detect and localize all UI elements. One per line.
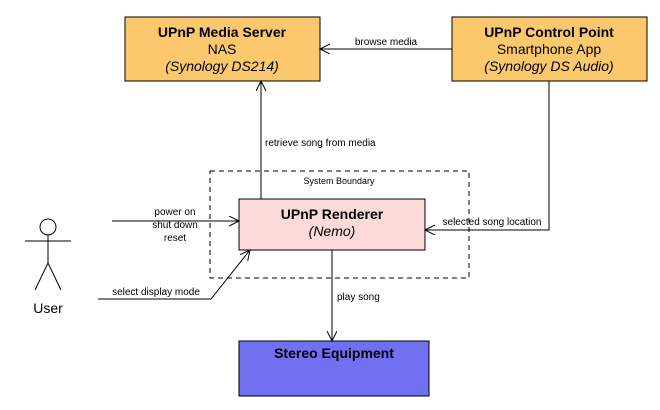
- edge-label-play-song: play song: [337, 292, 380, 303]
- control-point-title: UPnP Control Point: [484, 24, 614, 40]
- control-point-box: UPnP Control Point Smartphone App (Synol…: [451, 16, 648, 82]
- control-point-rect: [451, 16, 648, 82]
- media-server-title: UPnP Media Server: [158, 24, 287, 40]
- media-server-rect: [124, 16, 321, 82]
- control-point-subtitle: Smartphone App: [497, 41, 602, 57]
- renderer-box: UPnP Renderer (Nemo): [238, 198, 426, 251]
- system-boundary: [209, 170, 470, 279]
- user-actor: [25, 218, 71, 291]
- edge-selected-song-location: [425, 81, 550, 230]
- edge-label-browse-media: browse media: [355, 37, 418, 48]
- control-point-model: (Synology DS Audio): [484, 58, 613, 74]
- stereo-box: Stereo Equipment: [238, 340, 430, 397]
- system-boundary-label: System Boundary: [303, 176, 375, 186]
- user-leg-left: [34, 262, 49, 291]
- user-leg-right: [47, 262, 62, 291]
- edge-label-power-on: power on: [154, 207, 195, 218]
- edge-label-shut-down: shut down: [152, 220, 198, 231]
- user-head: [39, 218, 57, 236]
- media-server-subtitle: NAS: [208, 41, 237, 57]
- edge-label-selected-song-location: selected song location: [443, 217, 542, 228]
- user-label: User: [33, 300, 63, 316]
- edge-label-select-display-mode: select display mode: [112, 287, 200, 298]
- renderer-model: (Nemo): [309, 223, 356, 239]
- stereo-title: Stereo Equipment: [274, 345, 394, 361]
- edge-select-display-mode: [98, 250, 250, 300]
- edge-label-retrieve-song: retrieve song from media: [265, 138, 376, 149]
- renderer-title: UPnP Renderer: [281, 206, 384, 222]
- media-server-model: (Synology DS214): [165, 58, 279, 74]
- media-server-box: UPnP Media Server NAS (Synology DS214): [124, 16, 321, 82]
- edge-label-reset: reset: [164, 233, 186, 244]
- stereo-rect: [238, 340, 430, 397]
